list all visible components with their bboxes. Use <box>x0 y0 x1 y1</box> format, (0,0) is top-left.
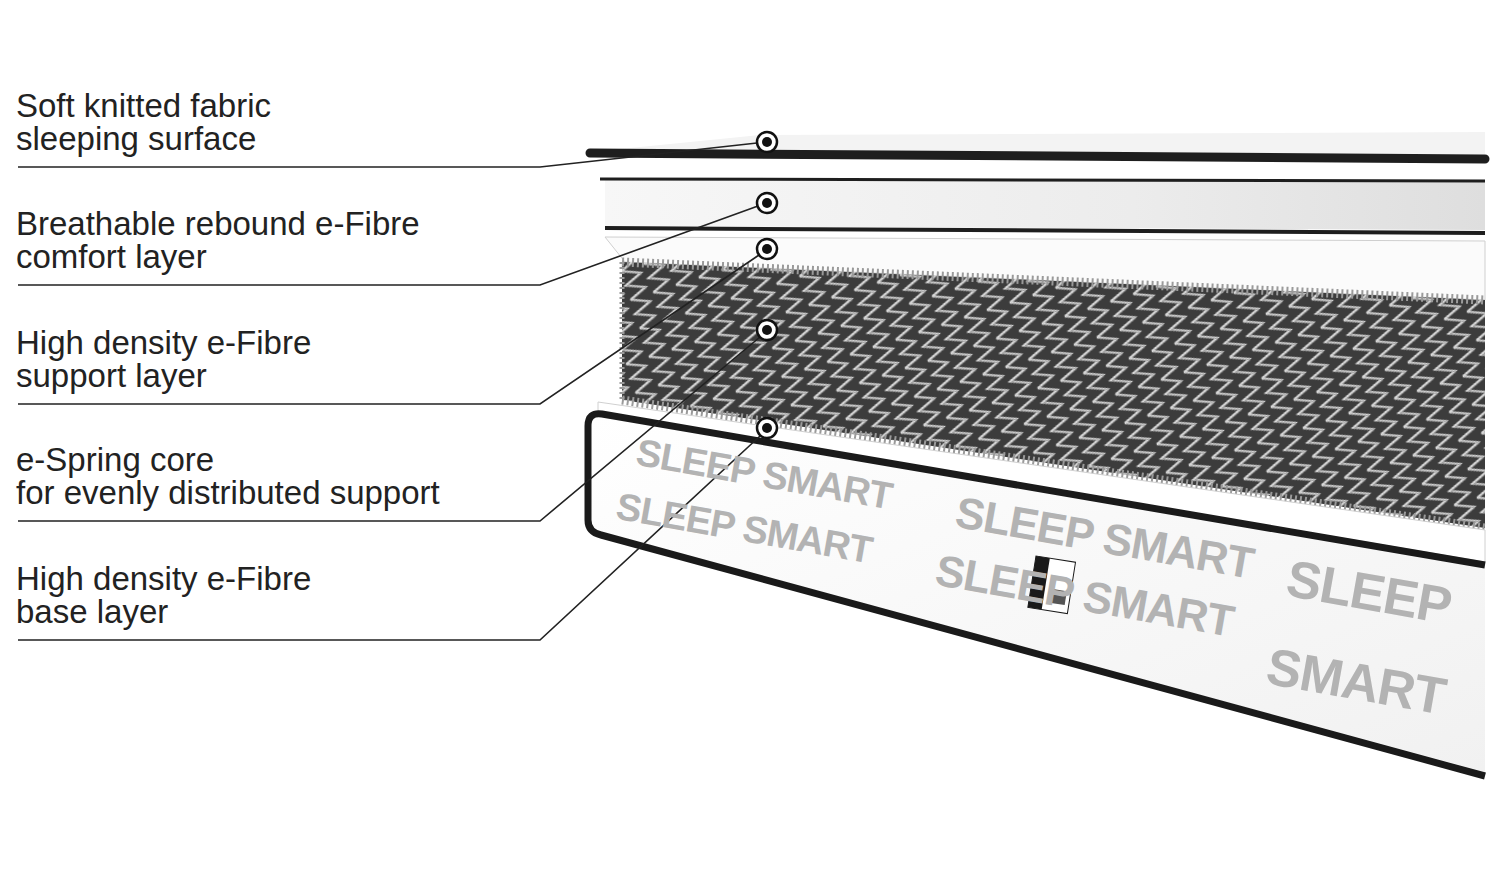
spring-helix <box>622 262 1485 300</box>
callout-dot-center <box>762 198 772 208</box>
callout-dot <box>757 132 777 152</box>
spring-helix <box>620 262 625 400</box>
line-break-spacer <box>356 562 376 595</box>
callout-dot-center <box>762 423 772 433</box>
watermark-text: SLEEP <box>1283 552 1455 632</box>
callout-label: Breathable rebound e-Fibre comfort layer <box>16 207 476 273</box>
callout-dot <box>757 239 777 259</box>
callout-dot-center <box>762 137 772 147</box>
comfort-layer <box>605 180 1485 230</box>
callout-dot-center <box>762 325 772 335</box>
line-break-spacer <box>356 326 376 359</box>
mattress-cover <box>590 415 1485 772</box>
callout-dot <box>757 418 777 438</box>
callout-label: High density e-Fibre support layer <box>16 326 376 392</box>
watermark-text: SMART <box>1263 640 1449 722</box>
callout-label: High density e-Fibre base layer <box>16 562 376 628</box>
comfort-layer-edge <box>605 228 1485 233</box>
line-break-spacer <box>246 443 496 476</box>
callout-label: e-Spring core for evenly distributed sup… <box>16 443 496 509</box>
callout-dot <box>757 193 777 213</box>
line-break-spacer <box>456 207 476 240</box>
comfort-layer-edge <box>600 179 1485 181</box>
callout-dots <box>757 132 777 438</box>
callout-label: Soft knitted fabric sleeping surface <box>16 89 346 155</box>
cover-piping <box>588 414 1485 776</box>
callout-dot-center <box>762 244 772 254</box>
line-break-spacer <box>316 89 346 122</box>
fabric-edge <box>590 153 1485 159</box>
callout-dot <box>757 320 777 340</box>
